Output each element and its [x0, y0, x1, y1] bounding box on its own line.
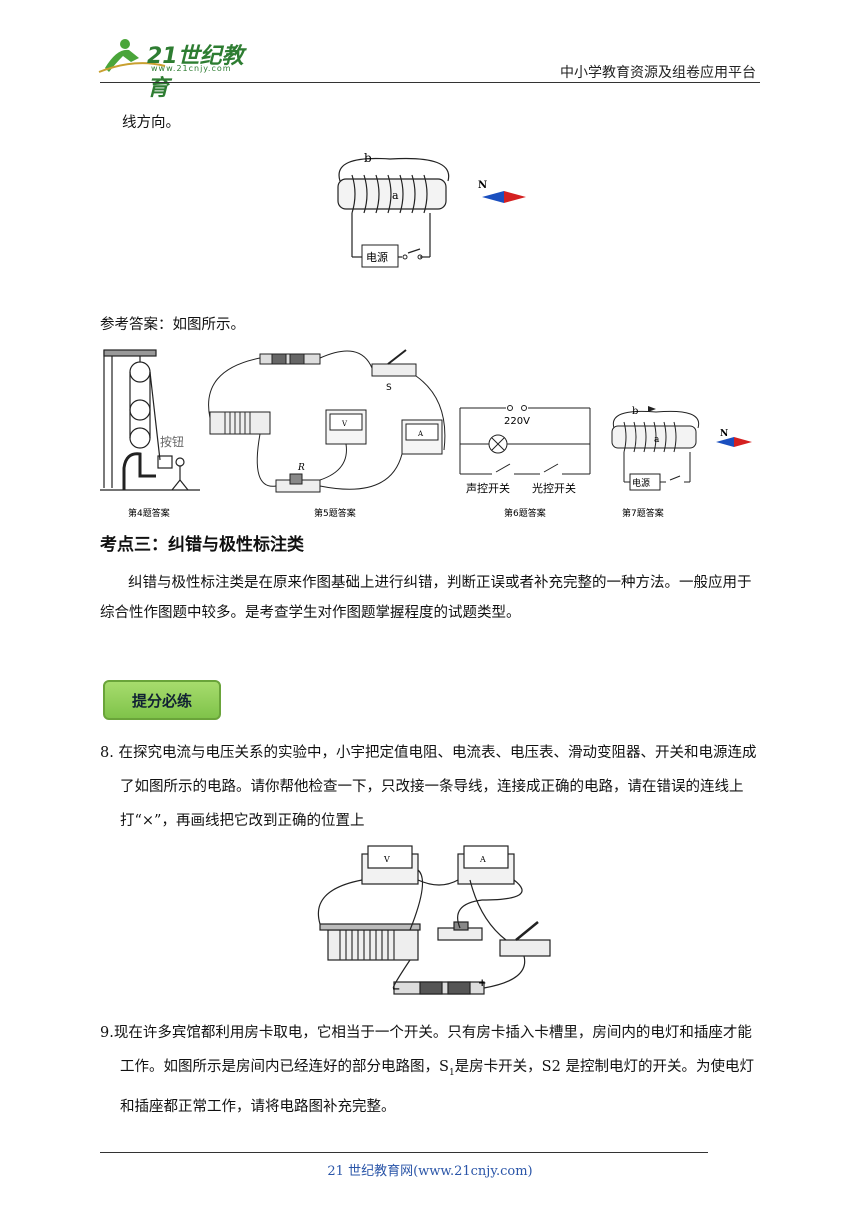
caption-7: 第7题答案 — [622, 507, 664, 519]
question-9-text: 9.现在许多宾馆都利用房卡取电，它相当于一个开关。只有房卡插入卡槽里，房间内的电… — [100, 1016, 764, 1124]
needle-blue — [482, 191, 504, 203]
label-a: a — [392, 189, 399, 202]
answer-line: 参考答案：如图所示。 — [100, 317, 245, 333]
needle-blue-answer — [716, 437, 734, 447]
ammeter-a-q8: A — [479, 855, 486, 864]
header-divider — [100, 82, 760, 83]
section-title: 考点三：纠错与极性标注类 — [100, 535, 304, 555]
label-b-answer: b — [632, 406, 638, 417]
label-b: b — [364, 151, 372, 165]
needle-red — [504, 191, 526, 203]
voltmeter-v: V — [341, 420, 348, 428]
button-label: 按钮 — [160, 434, 184, 449]
question-9-text-a: 9.现在许多宾馆都利用房卡取电，它相当于一个开关。只有房卡插入卡槽里，房间内的电… — [100, 1025, 752, 1075]
circuit-diagram-6 — [459, 405, 591, 475]
power-label-answer: 电源 — [632, 477, 650, 489]
platform-name: 中小学教育资源及组卷应用平台 — [560, 65, 756, 81]
section-body: 纠错与极性标注类是在原来作图基础上进行纠错，判断正误或者补充完整的一种方法。一般… — [100, 575, 752, 621]
current-arrow — [648, 406, 656, 412]
pulley-diagram — [100, 349, 200, 491]
question-9-text-b: 是房卡开关，S2 是控制电灯的开关。为使电灯和插座都正常工作，请将电路图补充完整… — [120, 1059, 754, 1115]
question-8-figure: V A − + — [310, 840, 560, 1012]
sound-switch-label: 声控开关 — [466, 481, 510, 495]
battery-minus: − — [392, 984, 400, 995]
solenoid-figure: b a 电源 N — [330, 145, 540, 274]
answer-figures: 按钮 第4题答案 — [100, 340, 764, 534]
light-switch-label: 光控开关 — [532, 481, 576, 495]
voltage-label: 220V — [504, 416, 530, 427]
paragraph-tail: 线方向。 — [122, 115, 180, 131]
ammeter-a: A — [417, 430, 424, 438]
power-label: 电源 — [366, 250, 388, 264]
needle-red-answer — [734, 437, 752, 447]
resistor-r-label: R — [297, 463, 305, 473]
subscript-1: 1 — [448, 1067, 455, 1078]
label-n-answer: N — [720, 429, 728, 439]
practice-badge: 提分必练 — [103, 680, 221, 720]
footer-divider — [100, 1152, 708, 1153]
question-9: 9.现在许多宾馆都利用房卡取电，它相当于一个开关。只有房卡插入卡槽里，房间内的电… — [100, 1016, 764, 1124]
caption-4: 第4题答案 — [128, 507, 170, 519]
circuit-diagram-5 — [208, 349, 446, 493]
question-8: 8. 在探究电流与电压关系的实验中，小宇把定值电阻、电流表、电压表、滑动变阻器、… — [100, 736, 764, 838]
label-n: N — [478, 180, 487, 191]
switch-s-label: S — [386, 383, 392, 393]
question-8-text: 8. 在探究电流与电压关系的实验中，小宇把定值电阻、电流表、电压表、滑动变阻器、… — [100, 745, 757, 829]
voltmeter-v-q8: V — [383, 855, 390, 864]
label-a-answer: a — [654, 435, 660, 445]
caption-5: 第5题答案 — [314, 507, 356, 519]
footer-link[interactable]: 21 世纪教育网(www.21cnjy.com) — [327, 1164, 533, 1179]
battery-plus: + — [478, 978, 486, 989]
solenoid-answer — [611, 410, 700, 491]
caption-6: 第6题答案 — [504, 507, 546, 519]
logo-text: 21世纪教育 — [147, 44, 244, 101]
site-logo: 21世纪教育 www.21cnjy.com — [95, 28, 265, 101]
logo-url: www.21cnjy.com — [151, 64, 232, 73]
